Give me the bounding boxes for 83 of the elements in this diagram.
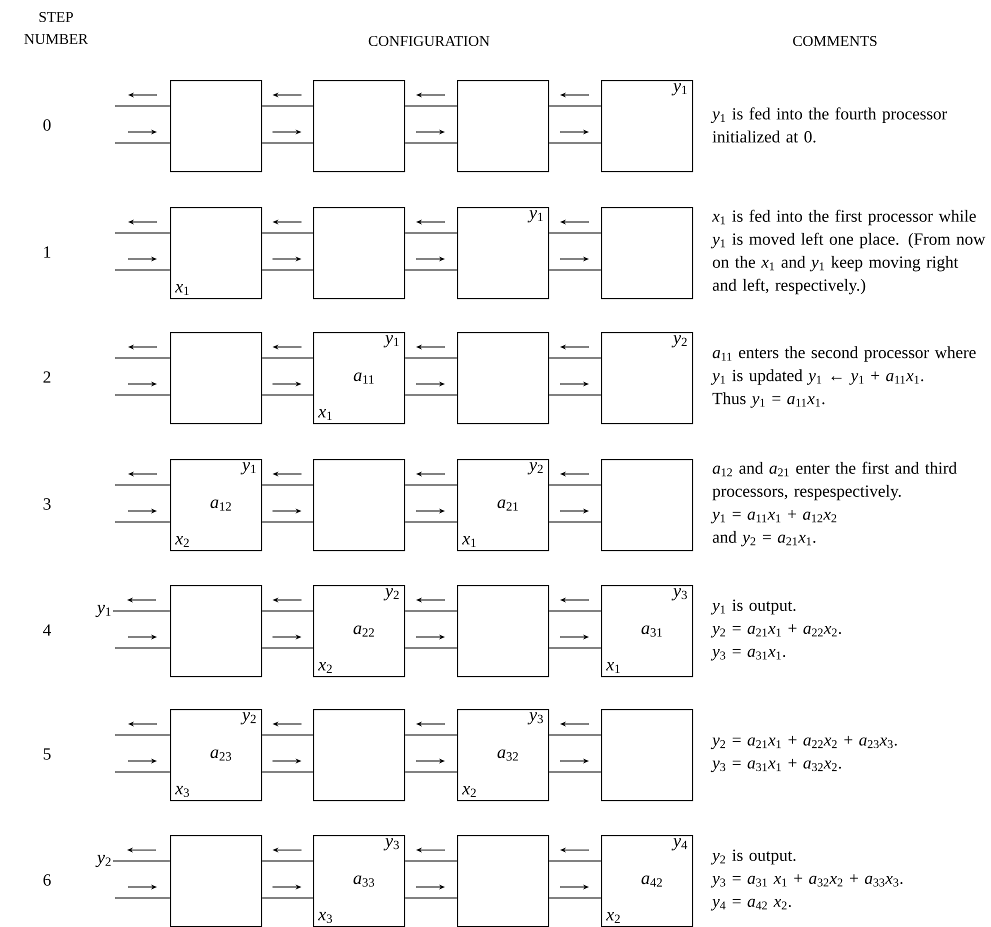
processor-box <box>170 332 262 424</box>
connector-line <box>112 610 170 612</box>
connector-line <box>404 142 458 144</box>
comment-text: a$_{12}$ and a$_{21}$ enter the first and third processors, respespectively. <box>712 462 957 500</box>
processor-box: y$_{2}$ a$_{22}$ x$_{2}$ <box>313 585 406 678</box>
connector-line <box>114 142 170 144</box>
connector-line <box>112 860 170 862</box>
connector-line <box>114 394 170 396</box>
comment-text: y$_{2}$ = a$_{21}$x$_{1}$ + a$_{22}$x$_{2}$ + a$_{23}$x$_{3}$. <box>710 736 897 750</box>
processor-box: x$_{1}$ <box>170 207 262 300</box>
connector-line <box>262 484 314 486</box>
processor-box <box>601 459 694 552</box>
comment-text: x$_{1}$ is fed into the first processor while y$_{1}$ is moved left one place. (From now on the x$_{1}$ and y$_{1}$ keep moving right and left, respectively.) <box>710 210 986 294</box>
processor-box: y$_{2}$ <box>601 332 694 424</box>
step-number: 1 <box>44 246 50 258</box>
connector-line <box>262 860 314 862</box>
connector-line <box>262 734 314 736</box>
connector-line <box>114 734 170 736</box>
processor-box <box>457 332 550 424</box>
column-heading: COMMENTS <box>793 36 877 46</box>
step-number: 4 <box>43 624 51 636</box>
output-label: y$_{1}$ <box>96 604 111 618</box>
processor-box <box>313 459 406 552</box>
processor-box <box>313 709 406 802</box>
step-number: 6 <box>44 874 51 886</box>
step-number: 5 <box>44 748 51 760</box>
connector-line <box>404 860 458 862</box>
processor-box: y$_{1}$ a$_{11}$ x$_{1}$ <box>313 332 406 424</box>
connector-line <box>262 610 314 612</box>
column-heading: STEP NUMBER <box>24 12 88 44</box>
connector-line <box>548 142 602 144</box>
processor-box <box>457 835 550 927</box>
connector-line <box>262 394 314 396</box>
processor-box <box>601 709 694 802</box>
processor-box <box>313 80 406 172</box>
comment-text: a$_{11}$ enters the second processor where y$_{1}$ is updated y$_{1}$ ← y$_{1}$ + a$_{11}$x$_{1}$. <box>710 346 976 385</box>
comment-text: y$_{1}$ is fed into the fourth processor initialized at 0. <box>710 107 947 143</box>
comment-text: y$_{4}$ = a$_{42}$ x$_{2}$. <box>710 898 791 910</box>
connector-line <box>404 394 458 396</box>
processor-box: y$_{3}$ a$_{33}$ x$_{3}$ <box>313 835 406 927</box>
output-label: y$_{2}$ <box>96 854 111 868</box>
connector-line <box>404 610 458 612</box>
processor-box: y$_{1}$ <box>601 80 694 172</box>
connector-line <box>548 394 602 396</box>
connector-line <box>404 232 458 234</box>
connector-line <box>262 142 314 144</box>
step-number: 0 <box>43 119 51 131</box>
processor-box <box>170 80 262 172</box>
processor-box <box>457 585 550 678</box>
processor-box: y$_{3}$ a$_{32}$ x$_{2}$ <box>457 709 550 802</box>
processor-box: y$_{3}$ a$_{31}$ x$_{1}$ <box>601 585 694 678</box>
step-number: 2 <box>44 371 50 383</box>
connector-line <box>404 734 458 736</box>
comment-text: y$_{1}$ = a$_{11}$x$_{1}$ + a$_{12}$x$_{2}$ <box>710 510 836 524</box>
comment-text: y$_{1}$ is output. <box>710 600 796 614</box>
comment-text: Thus y$_{1}$ = a$_{11}$x$_{1}$. <box>712 392 824 408</box>
comment-text: y$_{3}$ = a$_{31}$x$_{1}$. <box>710 648 786 660</box>
connector-line <box>404 484 458 486</box>
processor-box: y$_{2}$ a$_{21}$ x$_{1}$ <box>457 459 550 552</box>
connector-line <box>114 484 170 486</box>
processor-box <box>170 585 262 678</box>
connector-line <box>548 860 602 862</box>
comment-text: y$_{2}$ = a$_{21}$x$_{1}$ + a$_{22}$x$_{2}$. <box>710 624 841 638</box>
comment-text: and y$_{2}$ = a$_{21}$x$_{1}$. <box>712 530 816 546</box>
column-heading: CONFIGURATION <box>368 36 490 46</box>
connector-line <box>548 232 602 234</box>
processor-box <box>313 207 406 300</box>
comment-text: y$_{3}$ = a$_{31}$ x$_{1}$ + a$_{32}$x$_{2}$ + a$_{33}$x$_{3}$. <box>710 874 902 888</box>
processor-box: y$_{4}$ a$_{42}$ x$_{2}$ <box>601 835 694 927</box>
step-number: 3 <box>44 498 51 510</box>
connector-line <box>548 610 602 612</box>
connector-line <box>262 232 314 234</box>
processor-box: y$_{1}$ a$_{12}$ x$_{2}$ <box>170 459 262 552</box>
comment-text: y$_{2}$ is output. <box>710 850 796 864</box>
processor-box <box>170 835 262 927</box>
connector-line <box>548 484 602 486</box>
processor-box: y$_{2}$ a$_{23}$ x$_{3}$ <box>170 709 262 802</box>
connector-line <box>114 232 170 234</box>
connector-line <box>548 734 602 736</box>
processor-box <box>601 207 694 300</box>
processor-box <box>457 80 550 172</box>
comment-text: y$_{3}$ = a$_{31}$x$_{1}$ + a$_{32}$x$_{2}$. <box>710 758 841 772</box>
processor-box: y$_{1}$ <box>457 207 550 300</box>
